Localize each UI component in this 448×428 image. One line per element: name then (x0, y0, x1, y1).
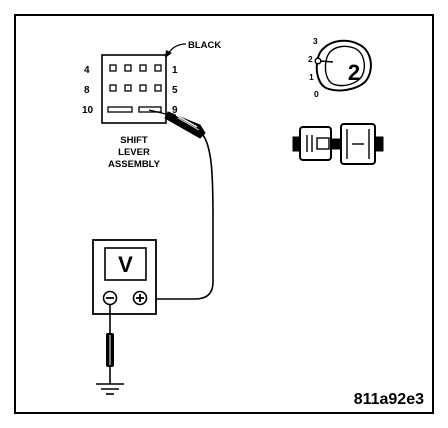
pin-label-4: 4 (84, 65, 90, 76)
connector-color-label: BLACK (188, 40, 221, 51)
key-position-marker (314, 57, 322, 65)
pin-label-8: 8 (84, 85, 90, 96)
assembly-label-line-1: SHIFT (120, 135, 148, 146)
key-position-0: 0 (314, 89, 319, 99)
shift-lever-connector: 4 8 10 1 5 9 BLACK SHIFT LEVER ASSEMBLY (82, 40, 221, 170)
key-position-3: 3 (313, 36, 318, 46)
pin-label-5: 5 (172, 85, 178, 96)
pin-label-9: 9 (172, 105, 178, 116)
shift-switch-side-view (292, 123, 384, 165)
assembly-label-line-2: LEVER (118, 147, 150, 158)
ground-symbol (96, 383, 124, 395)
assembly-label-line-3: ASSEMBLY (108, 159, 161, 170)
ground-lead (106, 304, 114, 384)
pin-label-1: 1 (172, 65, 178, 76)
voltmeter-display (104, 247, 147, 281)
key-position-2: 2 (308, 54, 313, 64)
key-position-1: 1 (309, 72, 314, 82)
color-callout-arrowhead (165, 50, 172, 58)
positive-test-lead (147, 134, 214, 300)
ignition-key-switch: 3 2 1 0 2 (308, 36, 372, 99)
switch-left-terminal (292, 136, 301, 152)
voltmeter: V (92, 239, 157, 315)
key-selected-position: 2 (348, 60, 360, 85)
switch-right-terminal (374, 136, 384, 152)
voltmeter-symbol: V (118, 252, 133, 277)
figure-code: 811a92e3 (354, 391, 424, 408)
switch-neck (330, 138, 342, 150)
key-cylinder-inner (324, 45, 366, 87)
connector-pin-holes (107, 64, 162, 113)
pin-label-10: 10 (82, 105, 94, 116)
